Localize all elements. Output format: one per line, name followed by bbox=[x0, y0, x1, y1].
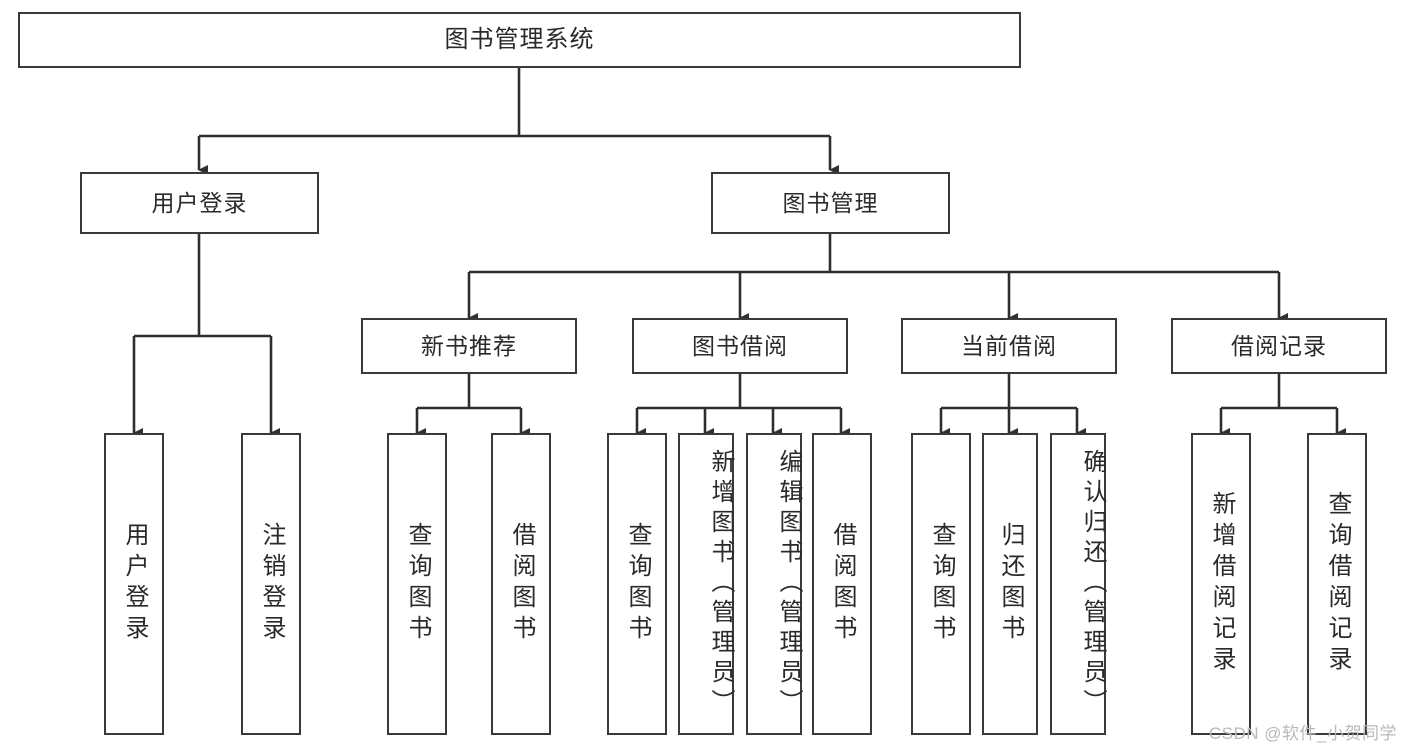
node-label: 图书管理 bbox=[782, 189, 879, 216]
node-label: 新增借阅记录 bbox=[1208, 491, 1235, 677]
leaf-borrow-book[interactable]: 借阅图书 bbox=[812, 433, 872, 735]
leaf-query-borrow-record[interactable]: 查询借阅记录 bbox=[1307, 433, 1367, 735]
node-label: 用户登录 bbox=[121, 522, 148, 646]
leaf-query-book-recommend[interactable]: 查询图书 bbox=[387, 433, 447, 735]
node-label: 图书管理系统 bbox=[444, 26, 595, 53]
node-current-borrow[interactable]: 当前借阅 bbox=[901, 318, 1117, 374]
leaf-borrow-book-recommend[interactable]: 借阅图书 bbox=[491, 433, 551, 735]
node-label: 归还图书 bbox=[997, 522, 1024, 646]
leaf-return-book[interactable]: 归还图书 bbox=[982, 433, 1038, 735]
node-label: 用户登录 bbox=[151, 189, 248, 216]
node-label: 当前借阅 bbox=[961, 332, 1057, 359]
node-label: 借阅记录 bbox=[1231, 332, 1327, 359]
node-label: 查询借阅记录 bbox=[1324, 491, 1351, 677]
node-label: 查询图书 bbox=[928, 522, 955, 646]
node-label: 查询图书 bbox=[404, 522, 431, 646]
csdn-watermark: CSDN @软件_小贺同学 bbox=[1208, 724, 1397, 743]
node-label: 查询图书 bbox=[624, 522, 651, 646]
node-user-login[interactable]: 用户登录 bbox=[80, 172, 319, 234]
leaf-query-book-current[interactable]: 查询图书 bbox=[911, 433, 971, 735]
node-label: 图书借阅 bbox=[692, 332, 788, 359]
node-label: 新书推荐 bbox=[421, 332, 517, 359]
node-book-borrow[interactable]: 图书借阅 bbox=[632, 318, 848, 374]
node-label: 借阅图书 bbox=[829, 522, 856, 646]
node-root-system[interactable]: 图书管理系统 bbox=[18, 12, 1021, 68]
leaf-user-logout[interactable]: 注销登录 bbox=[241, 433, 301, 735]
leaf-add-book-admin[interactable]: 新增图书（管理员） bbox=[678, 433, 734, 735]
node-label: 确认归还（管理员） bbox=[1079, 449, 1106, 719]
node-label: 借阅图书 bbox=[508, 522, 535, 646]
leaf-user-login[interactable]: 用户登录 bbox=[104, 433, 164, 735]
node-new-book-recommend[interactable]: 新书推荐 bbox=[361, 318, 577, 374]
leaf-add-borrow-record[interactable]: 新增借阅记录 bbox=[1191, 433, 1251, 735]
leaf-query-book-borrow[interactable]: 查询图书 bbox=[607, 433, 667, 735]
node-label: 注销登录 bbox=[258, 522, 285, 646]
leaf-confirm-return-admin[interactable]: 确认归还（管理员） bbox=[1050, 433, 1106, 735]
node-book-management[interactable]: 图书管理 bbox=[711, 172, 950, 234]
node-label: 新增图书（管理员） bbox=[707, 449, 734, 719]
leaf-edit-book-admin[interactable]: 编辑图书（管理员） bbox=[746, 433, 802, 735]
node-borrow-record[interactable]: 借阅记录 bbox=[1171, 318, 1387, 374]
node-label: 编辑图书（管理员） bbox=[775, 449, 802, 719]
